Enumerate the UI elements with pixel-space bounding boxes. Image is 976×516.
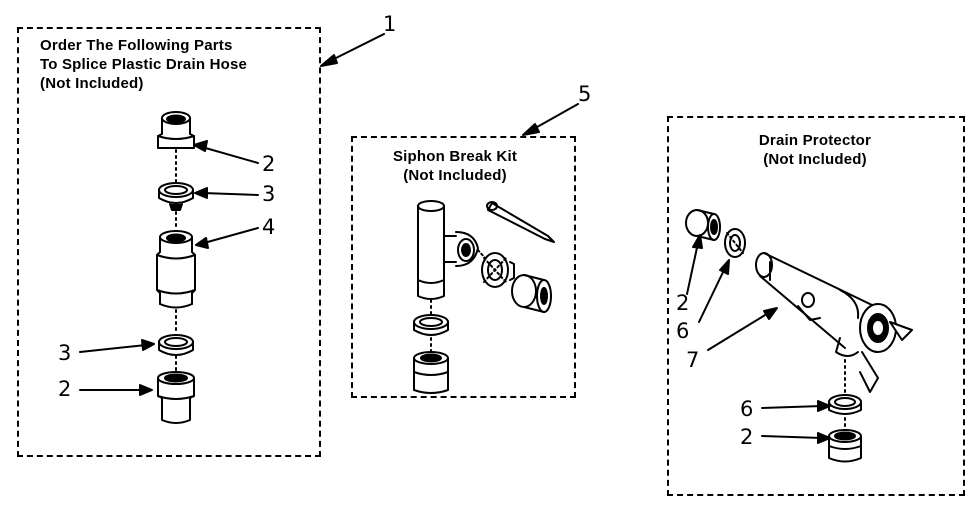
drain-protector-box xyxy=(667,116,965,496)
siphon-end-cap xyxy=(511,274,552,313)
splice-kit-box xyxy=(17,27,321,457)
drain-protector-heading-line-2: (Not Included) xyxy=(763,151,867,168)
splice-clamp-ring-bottom xyxy=(158,334,194,356)
splice-part-2-label-bottom: 2 xyxy=(58,377,72,401)
siphon-kit-heading-line-2: (Not Included) xyxy=(403,167,507,184)
siphon-break-kit-box xyxy=(351,136,576,398)
splice-part-3-label-bottom: 3 xyxy=(58,341,72,365)
drain-part-2-label-top: 2 xyxy=(676,291,690,315)
siphon-threaded-ring xyxy=(481,252,515,288)
drain-protector-heading: Drain Protector (Not Included) xyxy=(740,131,890,169)
splice-part-4-label: 4 xyxy=(262,215,276,239)
splice-connector-bottom xyxy=(157,371,195,424)
splice-clamp-ring-top xyxy=(158,182,194,211)
splice-kit-heading-line-1: Order The Following Parts xyxy=(40,37,233,54)
callout-5-arrow xyxy=(522,103,579,136)
splice-kit-heading-line-3: (Not Included) xyxy=(40,75,144,92)
drain-part-6-label-top: 6 xyxy=(676,319,690,343)
splice-kit-heading: Order The Following Parts To Splice Plas… xyxy=(40,36,247,93)
siphon-kit-heading: Siphon Break Kit (Not Included) xyxy=(380,147,530,185)
drain-leader-arrows xyxy=(686,234,831,444)
drain-part-7-label: 7 xyxy=(686,348,700,372)
drain-protector-parts xyxy=(685,209,913,463)
callout-5-label: 5 xyxy=(578,82,592,106)
splice-part-2-label-top: 2 xyxy=(262,152,276,176)
siphon-pin xyxy=(486,201,555,243)
splice-kit-parts xyxy=(156,111,196,424)
drain-ring-bottom xyxy=(828,394,862,415)
drain-connector-bottom xyxy=(828,429,862,463)
splice-connector-top xyxy=(157,111,195,149)
drain-part-2-label-bottom: 2 xyxy=(740,425,754,449)
drain-part-6-label-bottom: 6 xyxy=(740,397,754,421)
splice-kit-heading-line-2: To Splice Plastic Drain Hose xyxy=(40,56,248,73)
siphon-ring xyxy=(413,314,449,336)
siphon-kit-parts xyxy=(413,200,555,394)
splice-leader-arrows xyxy=(79,140,259,396)
siphon-kit-heading-line-1: Siphon Break Kit xyxy=(392,148,518,165)
callout-1-arrow xyxy=(320,33,385,67)
drain-connector-top xyxy=(685,209,721,241)
drain-protector-body xyxy=(755,252,913,393)
splice-coupler xyxy=(156,230,196,309)
siphon-tee-fitting xyxy=(417,200,479,300)
drain-protector-heading-line-1: Drain Protector xyxy=(758,132,872,149)
splice-part-3-label-top: 3 xyxy=(262,182,276,206)
drain-ring-top xyxy=(724,228,746,258)
callout-1-label: 1 xyxy=(383,12,397,36)
siphon-connector xyxy=(413,351,449,394)
